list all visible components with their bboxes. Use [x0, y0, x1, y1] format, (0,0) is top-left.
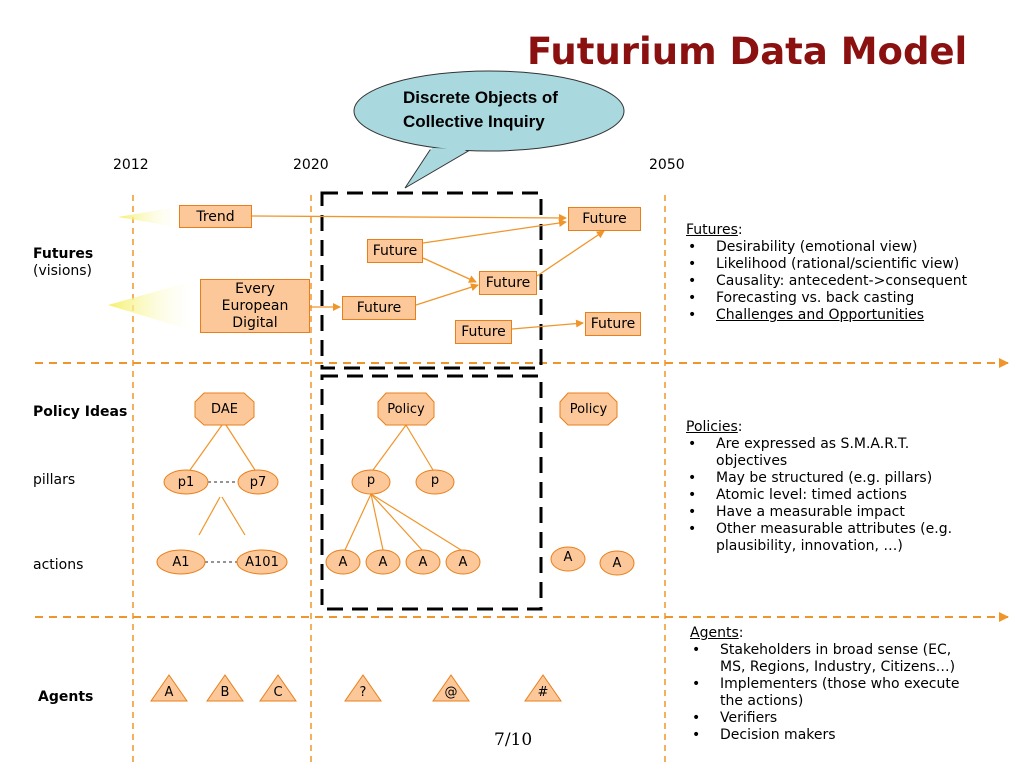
label-futures: Futures [33, 246, 94, 262]
futures-item: Likelihood (rational/scientific view) [686, 256, 1016, 273]
policies-panel-list: Are expressed as S.M.A.R.T. objectives M… [686, 436, 956, 555]
a-label-3: A [418, 554, 428, 570]
policies-panel-heading: Policies: [686, 419, 743, 435]
agents-item: Verifiers [690, 710, 980, 727]
speech-bubble [353, 70, 625, 189]
a-label-1: A [338, 554, 348, 570]
futures-item: Forecasting vs. back casting [686, 290, 1016, 307]
agent-label-hash: # [537, 684, 549, 700]
label-actions: actions [33, 557, 84, 573]
agents-panel: Agents: Stakeholders in broad sense (EC,… [690, 625, 980, 744]
futures-panel: Futures: Desirability (emotional view) L… [686, 222, 1016, 324]
futures-panel-list: Desirability (emotional view) Likelihood… [686, 239, 1016, 324]
trend-box: Trend [179, 205, 252, 228]
bubble-line-2: Collective Inquiry [403, 112, 545, 131]
futures-item: Desirability (emotional view) [686, 239, 1016, 256]
agent-triangle-b [206, 674, 244, 702]
a101-label: A101 [245, 554, 279, 570]
future-box-5: Future [568, 207, 641, 231]
futures-arrows [251, 213, 605, 330]
policy-label-2020: Policy [387, 401, 425, 417]
a-label-4: A [458, 554, 468, 570]
agent-triangle-q [344, 674, 382, 702]
policy-label-2050: Policy [569, 401, 608, 417]
future-box-6: Future [585, 312, 641, 336]
agent-triangle-hash [524, 674, 562, 702]
a-ellipse-2 [365, 549, 401, 575]
p-label-1: p [366, 472, 376, 488]
p-label-2: p [430, 472, 440, 488]
policies-item: Atomic level: timed actions [686, 487, 956, 504]
policy-octagon-2050 [559, 392, 618, 426]
agent-triangle-at [432, 674, 470, 702]
eed-line-3: Digital [232, 314, 278, 331]
p-ellipse-1 [351, 469, 391, 495]
policy-tree-lines [189, 424, 462, 551]
eed-box: Every European Digital [200, 279, 310, 333]
label-futures-sub: (visions) [33, 263, 93, 279]
a-ellipse-6 [599, 550, 635, 576]
agents-panel-heading: Agents: [690, 625, 744, 641]
policies-panel: Policies: Are expressed as S.M.A.R.T. ob… [686, 419, 956, 555]
a-ellipse-4 [445, 549, 481, 575]
policies-item: Are expressed as S.M.A.R.T. objectives [686, 436, 956, 470]
future-box-4: Future [455, 320, 512, 344]
trend-beam [118, 206, 182, 228]
policy-octagon-2020 [377, 392, 435, 426]
p7-label: p7 [249, 474, 267, 490]
label-pillars: pillars [33, 472, 76, 488]
a-ellipse-1 [325, 549, 361, 575]
eed-line-1: Every [235, 280, 275, 297]
label-policy-ideas: Policy Ideas [33, 404, 128, 420]
future-box-2: Future [342, 296, 416, 320]
agent-triangle-a [150, 674, 188, 702]
a-label-2: A [378, 554, 388, 570]
a-ellipse-3 [405, 549, 441, 575]
year-2012: 2012 [113, 157, 149, 173]
agent-label-c: C [273, 684, 283, 700]
a1-ellipse [156, 549, 206, 575]
future-box-1: Future [367, 239, 423, 263]
policies-item: Other measurable attributes (e.g. plausi… [686, 521, 956, 555]
agent-label-b: B [220, 684, 230, 700]
a-label-6: A [612, 555, 622, 571]
focus-box-futures [320, 191, 543, 370]
agent-label-q: ? [359, 684, 367, 700]
agents-item: Decision makers [690, 727, 980, 744]
eed-line-2: European [221, 297, 289, 314]
future-box-3: Future [479, 271, 537, 295]
a-label-5: A [563, 549, 573, 565]
dae-octagon [194, 392, 255, 426]
a1-label: A1 [172, 554, 190, 570]
eed-beam [108, 279, 200, 333]
futures-panel-heading: Futures: [686, 222, 743, 238]
policies-item: May be structured (e.g. pillars) [686, 470, 956, 487]
p7-ellipse [237, 469, 279, 495]
a101-ellipse [236, 549, 288, 575]
dae-label: DAE [211, 401, 238, 417]
label-agents: Agents [38, 689, 94, 705]
agent-triangle-c [259, 674, 297, 702]
p1-label: p1 [177, 474, 195, 490]
p1-ellipse [163, 469, 209, 495]
futures-item-link[interactable]: Challenges and Opportunities [686, 307, 1016, 324]
agent-label-at: @ [444, 684, 458, 700]
bubble-text: Discrete Objects of Collective Inquiry [403, 86, 558, 134]
focus-box-policy [320, 374, 543, 611]
bubble-line-1: Discrete Objects of [403, 88, 558, 107]
a-ellipse-5 [550, 546, 586, 572]
agents-panel-list: Stakeholders in broad sense (EC, MS, Reg… [690, 642, 980, 744]
policies-item: Have a measurable impact [686, 504, 956, 521]
year-2050: 2050 [649, 157, 685, 173]
p-ellipse-2 [415, 469, 455, 495]
page-title: Futurium Data Model [527, 30, 968, 73]
page-number: 7/10 [494, 730, 533, 750]
agents-item: Implementers (those who execute the acti… [690, 676, 980, 710]
agents-item: Stakeholders in broad sense (EC, MS, Reg… [690, 642, 980, 676]
year-2020: 2020 [293, 157, 329, 173]
futures-item: Causality: antecedent->consequent [686, 273, 1016, 290]
agent-label-a: A [164, 684, 174, 700]
